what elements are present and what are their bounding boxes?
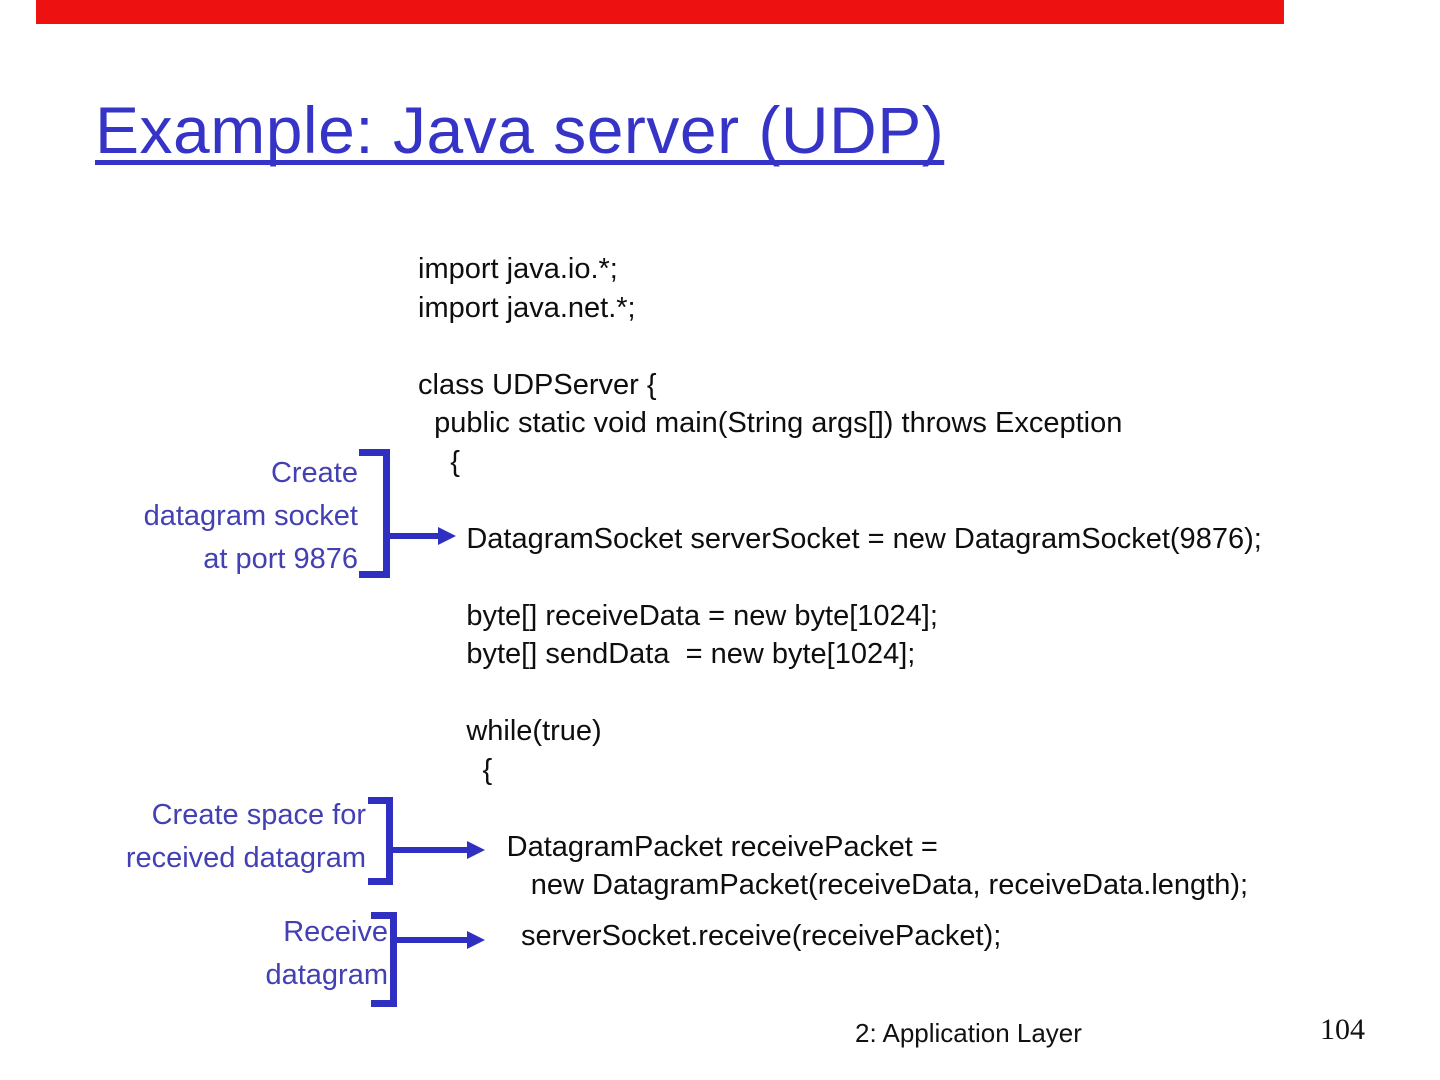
- footer-page-number: 104: [1320, 1013, 1365, 1046]
- arrow-right-icon: [438, 527, 456, 545]
- annotation-line: datagram: [265, 959, 388, 991]
- annotation-create-datagram-socket: Create datagram socket at port 9876: [60, 452, 358, 581]
- arrow-shaft: [390, 533, 438, 539]
- annotation-create-space: Create space for received datagram: [60, 794, 366, 880]
- annotation-bracket: [359, 449, 390, 578]
- annotation-line: Create: [270, 457, 358, 489]
- annotation-line: at port 9876: [203, 543, 358, 575]
- annotation-line: datagram socket: [143, 500, 358, 532]
- page-title: Example: Java server (UDP): [95, 93, 945, 167]
- annotation-line: received datagram: [125, 842, 366, 874]
- top-red-bar: [36, 0, 1284, 24]
- annotation-bracket: [368, 797, 393, 885]
- annotation-line: Receive: [283, 916, 388, 948]
- code-block: import java.io.*; import java.net.*; cla…: [418, 253, 1262, 901]
- footer-section-label: 2: Application Layer: [855, 1018, 1082, 1048]
- arrow-right-icon: [467, 841, 485, 859]
- code-receive-line: serverSocket.receive(receivePacket);: [521, 920, 1002, 952]
- arrow-right-icon: [467, 931, 485, 949]
- annotation-receive-datagram: Receive datagram: [60, 911, 388, 997]
- annotation-line: Create space for: [151, 799, 366, 831]
- arrow-shaft: [397, 937, 467, 943]
- annotation-bracket: [371, 912, 397, 1007]
- arrow-shaft: [393, 847, 467, 853]
